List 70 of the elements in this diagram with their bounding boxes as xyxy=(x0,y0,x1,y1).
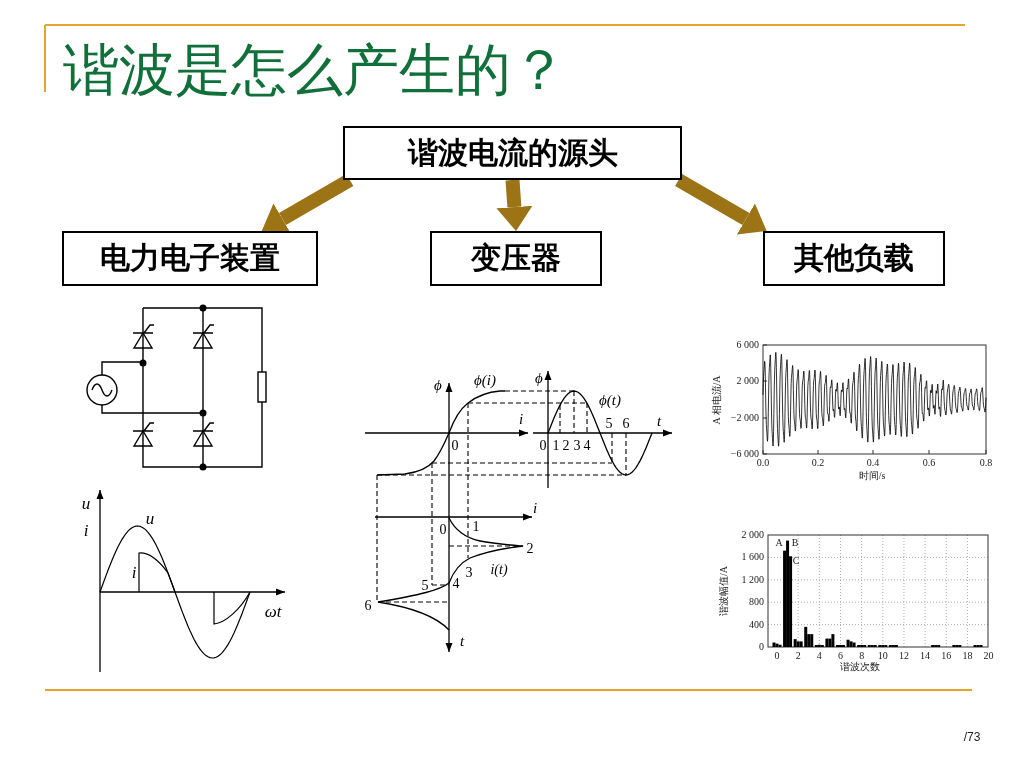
category-box: 电力电子装置 xyxy=(62,231,318,286)
tick-label: 0.0 xyxy=(756,458,770,468)
tick-label: 0.6 xyxy=(922,458,936,468)
tick-label: 6 000 xyxy=(736,340,759,350)
point-number: 1 xyxy=(552,439,560,453)
point-number: 5 xyxy=(605,417,613,431)
point-number: 3 xyxy=(465,566,473,580)
series-label: C xyxy=(792,556,800,566)
point-number: 0 xyxy=(539,439,547,453)
point-number: 0 xyxy=(451,439,459,453)
heading-box: 谐波电流的源头 xyxy=(343,126,682,180)
tick-label: 0 xyxy=(759,642,764,652)
axis-label: ϕ xyxy=(535,370,543,386)
tick-label: 6 xyxy=(837,651,843,661)
point-number: 0 xyxy=(439,523,447,537)
axis-label: i xyxy=(83,521,89,539)
axis-label: ωt xyxy=(264,602,282,620)
page-number: /73 xyxy=(963,731,981,743)
point-number: 5 xyxy=(421,579,429,593)
axis-title: 时间/s xyxy=(858,471,886,481)
tick-label: −2 000 xyxy=(730,413,759,423)
tick-label: 400 xyxy=(749,620,764,630)
curve-label: i(t) xyxy=(490,563,508,577)
axis-title: A 相电流/A xyxy=(712,375,722,425)
tick-label: 10 xyxy=(877,651,888,661)
slide-title: 谐波是怎么产生的？ xyxy=(63,42,567,98)
axis-label: t xyxy=(459,633,465,649)
axis-label: i xyxy=(532,500,538,516)
tick-label: 4 xyxy=(816,651,822,661)
series-label: A xyxy=(775,538,783,548)
point-number: 6 xyxy=(622,417,630,431)
axis-label: t xyxy=(656,413,662,429)
point-number: 3 xyxy=(573,439,581,453)
axis-label: ϕ xyxy=(434,377,442,393)
point-number: 2 xyxy=(562,439,570,453)
tick-label: 1 200 xyxy=(741,575,764,585)
tick-label: 2 000 xyxy=(741,530,764,540)
tick-label: −6 000 xyxy=(730,449,759,459)
tick-label: 0.4 xyxy=(866,458,880,468)
tick-label: 0.8 xyxy=(979,458,993,468)
curve-label: ϕ(i) xyxy=(474,372,496,388)
axis-title: 谐波幅值/A xyxy=(719,566,729,616)
curve-label: ϕ(t) xyxy=(599,392,621,408)
curve-label: u xyxy=(145,509,155,527)
series-label: B xyxy=(791,538,799,548)
point-number: 6 xyxy=(364,599,372,613)
tick-label: 0 xyxy=(774,651,780,661)
arrow xyxy=(675,173,767,235)
tick-label: 12 xyxy=(898,651,909,661)
tick-label: 16 xyxy=(941,651,952,661)
tick-label: 14 xyxy=(920,651,931,661)
point-number: 4 xyxy=(583,439,591,453)
tick-label: 18 xyxy=(962,651,973,661)
category-box: 其他负载 xyxy=(763,231,945,286)
tick-label: 1 600 xyxy=(741,552,764,562)
axis-label: i xyxy=(518,411,524,427)
point-number: 2 xyxy=(526,542,534,556)
tick-label: 800 xyxy=(749,597,764,607)
point-number: 1 xyxy=(472,520,480,534)
tick-label: 2 xyxy=(795,651,801,661)
tick-label: 8 xyxy=(859,651,865,661)
point-number: 4 xyxy=(452,577,460,591)
arrow xyxy=(496,179,533,232)
axis-title: 谐波次数 xyxy=(840,662,880,672)
curve-label: i xyxy=(131,563,137,581)
category-box: 变压器 xyxy=(430,231,602,286)
axis-label: u xyxy=(81,494,91,512)
tick-label: 0.2 xyxy=(811,458,825,468)
tick-label: 20 xyxy=(983,651,994,661)
tick-label: 2 000 xyxy=(736,376,759,386)
